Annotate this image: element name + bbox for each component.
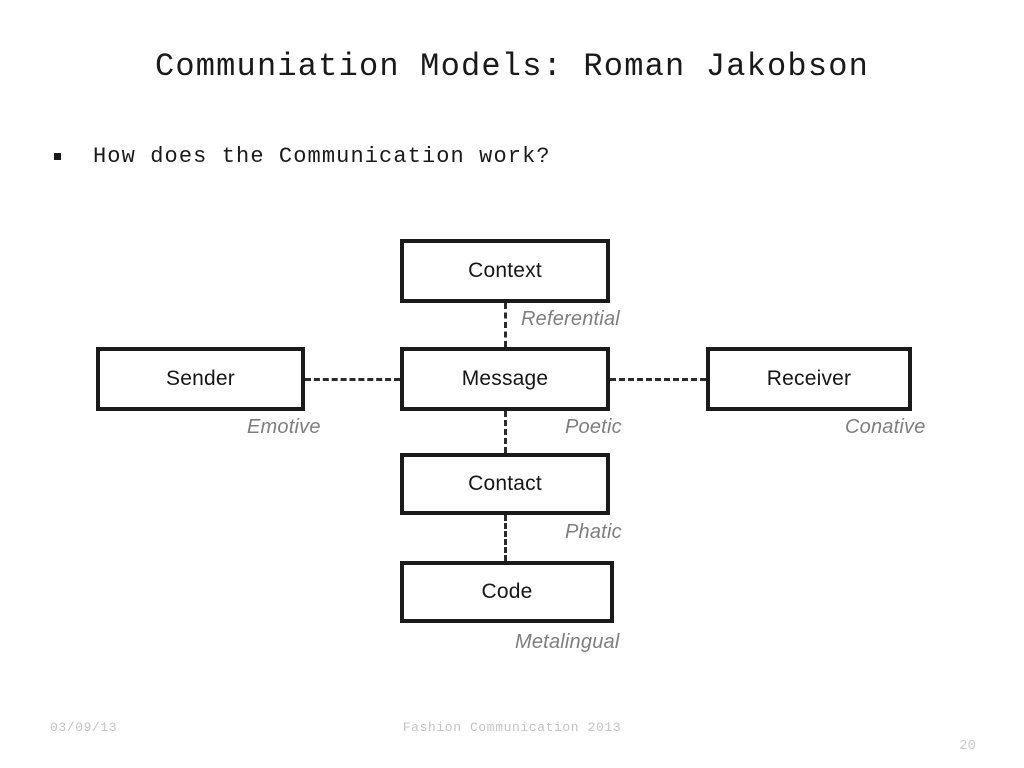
connector-message-receiver [610,378,706,381]
function-label-referential: Referential [521,308,620,330]
connector-context-message [504,303,507,347]
footer-date: 03/09/13 [50,720,118,735]
function-label-conative: Conative [845,416,926,438]
footer-title: Fashion Communication 2013 [402,720,622,735]
connector-sender-message [305,378,400,381]
diagram-node-label: Sender [166,367,235,390]
function-label-emotive: Emotive [247,416,321,438]
footer-page-number: 20 [959,738,976,754]
diagram-node-label: Code [481,580,533,603]
connector-contact-code [504,515,507,561]
diagram-node-code: Code [400,561,614,623]
function-label-poetic: Poetic [565,416,622,438]
bullet-list-item: How does the Communication work? [54,144,551,169]
diagram-node-label: Context [468,259,542,282]
diagram-node-label: Contact [468,472,542,495]
diagram-node-label: Message [461,367,549,390]
slide-footer: 03/09/13 Fashion Communication 2013 20 [0,720,1024,760]
diagram-node-message: Message [400,347,610,411]
diagram-node-context: Context [400,239,610,303]
diagram-node-contact: Contact [400,453,610,515]
function-label-metalingual: Metalingual [515,631,620,653]
function-label-phatic: Phatic [565,521,622,543]
square-bullet-icon [54,153,61,160]
diagram-node-label: Receiver [766,367,852,390]
diagram-node-receiver: Receiver [706,347,912,411]
page-title: Communiation Models: Roman Jakobson [154,48,870,85]
connector-message-contact [504,411,507,453]
bullet-item-label: How does the Communication work? [93,144,551,169]
diagram-node-sender: Sender [96,347,305,411]
